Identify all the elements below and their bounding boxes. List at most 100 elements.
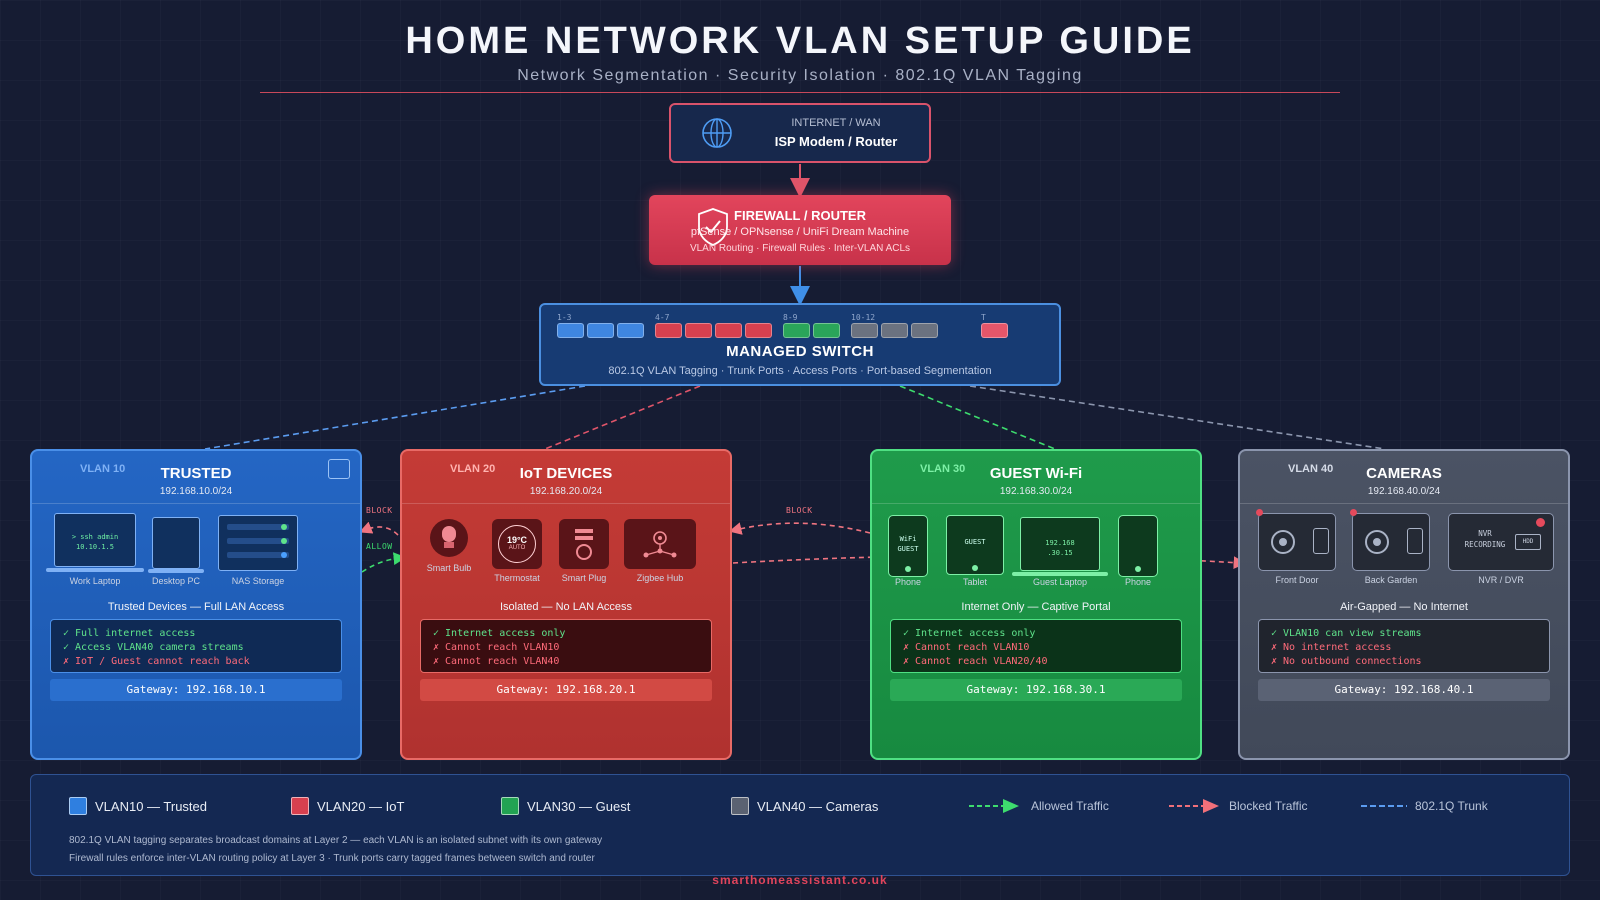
access-rules: ✓ VLAN10 can view streams ✗ No internet … bbox=[1258, 619, 1550, 673]
device-label: Guest Laptop bbox=[1032, 577, 1088, 587]
block-label-guest-iot: BLOCK bbox=[786, 506, 813, 515]
allow-label-trusted-iot: ALLOW bbox=[366, 542, 393, 551]
switch-port bbox=[783, 323, 810, 338]
legend-item: VLAN30 — Guest bbox=[527, 799, 631, 814]
camera-icon bbox=[1258, 513, 1336, 571]
access-rules: ✓ Full internet access ✓ Access VLAN40 c… bbox=[50, 619, 342, 673]
nvr-status: RECORDING bbox=[1464, 540, 1506, 549]
device-label: Desktop PC bbox=[151, 576, 201, 586]
legend-swatch-vlan40 bbox=[731, 797, 749, 815]
rule-item: ✗ Cannot reach VLAN10 bbox=[433, 642, 560, 653]
vlan20-panel: VLAN 20 IoT DEVICES 192.168.20.0/24 Smar… bbox=[400, 449, 732, 760]
rule-item: ✗ Cannot reach VLAN40 bbox=[433, 656, 560, 667]
laptop-screen-line-1: 192.168 bbox=[1045, 539, 1075, 547]
vlan-summary: Internet Only — Captive Portal bbox=[961, 601, 1111, 613]
device-label: Work Laptop bbox=[69, 576, 121, 586]
phone-screen-line-2: GUEST bbox=[897, 545, 919, 553]
switch-port bbox=[617, 323, 644, 338]
shield-check-icon bbox=[698, 208, 728, 246]
switch-port bbox=[715, 323, 742, 338]
firewall-node: FIREWALL / ROUTER pfSense / OPNsense / U… bbox=[649, 195, 951, 265]
vlan-id: VLAN 20 bbox=[450, 463, 496, 475]
panel-divider bbox=[32, 503, 360, 504]
switch-port bbox=[655, 323, 682, 338]
blocked-guest-to-iot bbox=[728, 522, 871, 535]
switch-title: MANAGED SWITCH bbox=[726, 343, 874, 360]
terminal-line-1: > ssh admin bbox=[71, 533, 119, 541]
gateway: Gateway: 192.168.30.1 bbox=[890, 679, 1182, 701]
switch-port bbox=[851, 323, 878, 338]
router-icon bbox=[328, 459, 350, 479]
rule-item: ✗ No internet access bbox=[1271, 642, 1392, 653]
camera-icon bbox=[1352, 513, 1430, 571]
switch-port bbox=[685, 323, 712, 338]
legend-item: VLAN20 — IoT bbox=[317, 799, 405, 814]
device-label: NAS Storage bbox=[231, 576, 285, 586]
device-label: Thermostat bbox=[494, 573, 540, 583]
device-label: Phone bbox=[1124, 577, 1152, 587]
laptop-base bbox=[46, 568, 144, 572]
smart-bulb-icon bbox=[430, 519, 468, 557]
rule-item: ✗ IoT / Guest cannot reach back bbox=[63, 656, 250, 667]
title-divider bbox=[260, 92, 1340, 93]
vlan40-panel: VLAN 40 CAMERAS 192.168.40.0/24 Front Do… bbox=[1238, 449, 1570, 760]
rule-item: ✓ VLAN10 can view streams bbox=[1271, 628, 1422, 639]
legend-note: Firewall rules enforce inter-VLAN routin… bbox=[69, 853, 595, 864]
switch-port bbox=[911, 323, 938, 338]
thermostat-icon: 19°C AUTO bbox=[492, 519, 542, 569]
trunk-vlan10 bbox=[204, 385, 586, 450]
legend-swatch-vlan20 bbox=[291, 797, 309, 815]
vlan-subnet: 192.168.10.0/24 bbox=[159, 486, 233, 497]
rule-item: ✗ Cannot reach VLAN20/40 bbox=[903, 656, 1048, 667]
firewall-functions: VLAN Routing · Firewall Rules · Inter-VL… bbox=[689, 243, 911, 254]
panel-divider bbox=[402, 503, 730, 504]
legend-blocked: Blocked Traffic bbox=[1229, 799, 1308, 813]
phone-icon: WiFi GUEST bbox=[888, 515, 928, 577]
blocked-iot-to-cameras bbox=[732, 554, 1247, 569]
device-label: Front Door bbox=[1275, 575, 1319, 585]
legend-item: VLAN10 — Trusted bbox=[95, 799, 207, 814]
legend-trunk: 802.1Q Trunk bbox=[1415, 799, 1488, 813]
blocked-iot-to-trusted bbox=[359, 521, 399, 536]
legend-item: VLAN40 — Cameras bbox=[757, 799, 879, 814]
gateway: Gateway: 192.168.20.1 bbox=[420, 679, 712, 701]
switch-port bbox=[587, 323, 614, 338]
rule-item: ✗ Cannot reach VLAN10 bbox=[903, 642, 1030, 653]
port-group-label: 1-3 bbox=[557, 313, 572, 322]
recording-dot bbox=[1350, 509, 1357, 516]
switch-port bbox=[813, 323, 840, 338]
nvr-icon: NVR RECORDING HDD bbox=[1448, 513, 1554, 571]
terminal-line-2: 10.10.1.5 bbox=[76, 543, 114, 551]
device-label: NVR / DVR bbox=[1478, 575, 1524, 585]
vlan-subnet: 192.168.20.0/24 bbox=[529, 486, 603, 497]
vlan-name: GUEST Wi-Fi bbox=[989, 465, 1083, 482]
legend-note: 802.1Q VLAN tagging separates broadcast … bbox=[69, 835, 603, 846]
trunk-vlan20 bbox=[544, 385, 701, 450]
vlan-subnet: 192.168.40.0/24 bbox=[1367, 486, 1441, 497]
vlan-id: VLAN 40 bbox=[1288, 463, 1334, 475]
zigbee-hub-icon bbox=[624, 519, 696, 569]
allowed-trusted-to-iot bbox=[361, 552, 407, 573]
vlan10-panel: VLAN 10 TRUSTED 192.168.10.0/24 > ssh ad… bbox=[30, 449, 362, 760]
nas-storage-icon bbox=[218, 515, 298, 571]
device-label: Back Garden bbox=[1364, 575, 1418, 585]
isp-label: ISP Modem / Router bbox=[774, 134, 898, 149]
device-label: Smart Plug bbox=[561, 573, 607, 583]
desktop-pc-icon bbox=[152, 517, 200, 569]
recording-dot bbox=[1256, 509, 1263, 516]
access-rules: ✓ Internet access only ✗ Cannot reach VL… bbox=[420, 619, 712, 673]
legend-allowed: Allowed Traffic bbox=[1031, 799, 1109, 813]
vlan-name: TRUSTED bbox=[160, 465, 232, 482]
vlan-name: CAMERAS bbox=[1366, 465, 1442, 482]
nvr-label: NVR bbox=[1478, 529, 1492, 538]
tablet-screen: GUEST bbox=[964, 538, 986, 546]
switch-port bbox=[981, 323, 1008, 338]
gateway: Gateway: 192.168.10.1 bbox=[50, 679, 342, 701]
legend-swatch-vlan10 bbox=[69, 797, 87, 815]
port-group-label: T bbox=[981, 313, 986, 322]
phone-icon bbox=[1118, 515, 1158, 577]
footer-site: smarthomeassistant.co.uk bbox=[712, 873, 888, 887]
device-label: Smart Bulb bbox=[426, 563, 472, 573]
port-group-label: 4-7 bbox=[655, 313, 670, 322]
